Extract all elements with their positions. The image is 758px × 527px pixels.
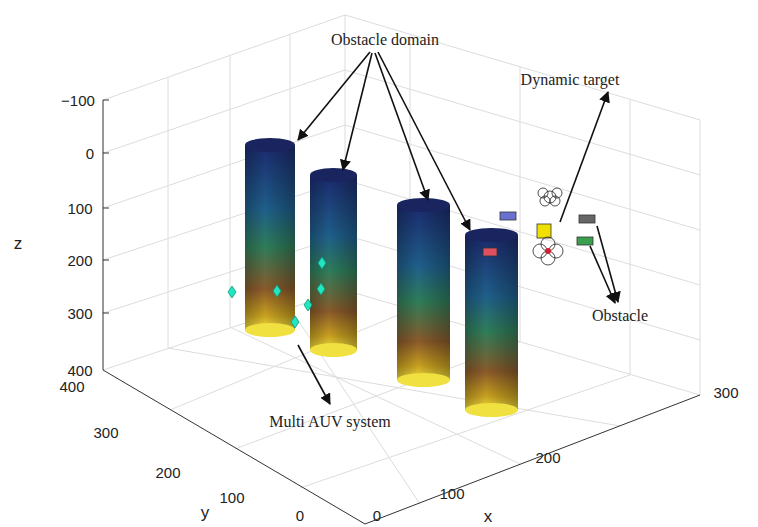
- annotation: Obstacle domain: [331, 32, 439, 48]
- axis-label: z: [14, 235, 23, 252]
- tick-label: 200: [155, 465, 180, 480]
- target-and-obstacles: [483, 188, 595, 265]
- tick-label: 300: [67, 306, 92, 321]
- tick-label: 300: [713, 385, 738, 400]
- tick-label: 100: [439, 486, 464, 501]
- tick-label: 200: [535, 450, 560, 465]
- tick-label: 0: [86, 146, 94, 161]
- auv-markers: [228, 257, 326, 328]
- tick-label: 300: [93, 425, 118, 440]
- tick-label: 400: [59, 379, 84, 394]
- tick-label: 400: [67, 363, 92, 378]
- annotation: Dynamic target: [521, 72, 620, 88]
- tick-label: 200: [67, 253, 92, 268]
- obstacle-cylinders: [245, 138, 518, 417]
- annotation: Multi AUV system: [269, 414, 391, 430]
- axes: [103, 100, 700, 524]
- axis-label: y: [201, 504, 210, 521]
- tick-label: 0: [296, 508, 304, 523]
- annotation: Obstacle: [592, 308, 648, 324]
- grid: [103, 15, 700, 504]
- tick-label: 0: [373, 508, 381, 523]
- leader-arrows: [298, 52, 618, 404]
- tick-label: 100: [219, 490, 244, 505]
- axis-label: x: [484, 507, 493, 524]
- tick-label: −100: [61, 93, 95, 108]
- tick-label: 100: [67, 201, 92, 216]
